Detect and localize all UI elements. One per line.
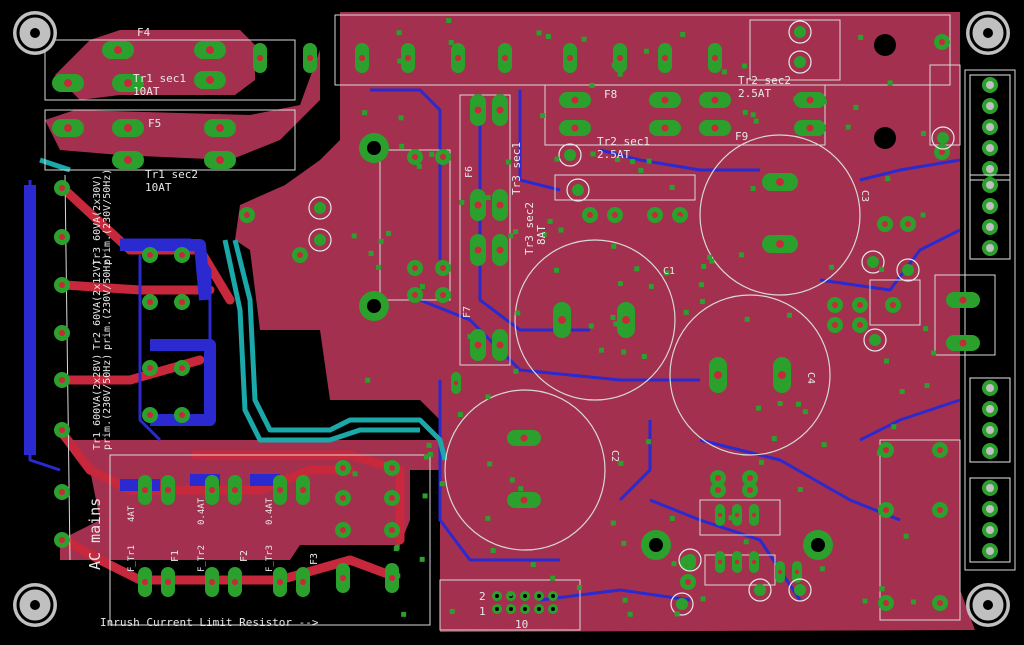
label-f3: F3 <box>309 553 320 565</box>
label-tr1-prim: prim.(230V/50Hz) <box>102 354 113 450</box>
label-tr1-sec2: Tr1 sec2 <box>145 168 198 181</box>
label-f9: F9 <box>735 130 748 143</box>
label-f-tr2: F_Tr2 <box>197 545 207 572</box>
label-header-pin1: 1 <box>479 605 486 618</box>
label-tr1-sec2-rating: 10AT <box>145 181 172 194</box>
mounting-holes <box>13 11 1010 627</box>
label-f6: F6 <box>464 166 475 178</box>
label-c1: C1 <box>663 266 675 277</box>
label-inrush: Inrush Current Limit Resistor --> <box>100 616 319 629</box>
label-tr2-spec: Tr2 60VA(2x12V) <box>92 260 103 350</box>
label-tr1-sec1-rating: 10AT <box>133 85 160 98</box>
label-f-tr3-rating: 0.4AT <box>265 497 275 525</box>
cap-c1 <box>514 239 676 401</box>
label-tr1-spec: Tr1 600VA(2x28V) <box>92 354 103 450</box>
label-tr3-spec: Tr3 60VA(2x30V) <box>92 175 103 265</box>
label-tr3-prim: prim.(230V/50Hz) <box>102 169 113 265</box>
capacitors <box>444 134 861 551</box>
label-c2: C2 <box>609 450 620 462</box>
label-tr2-sec2-rating: 2.5AT <box>738 87 771 100</box>
label-ac-mains: AC mains <box>86 498 104 570</box>
mount-hole-tl <box>13 11 57 55</box>
label-tr2-prim: prim.(230V/50Hz) <box>102 254 113 350</box>
label-tr3-sec1: Tr3 sec1 <box>510 142 523 195</box>
pads <box>52 20 980 616</box>
silkscreen-outlines <box>44 14 1016 631</box>
mount-hole-tr <box>966 11 1010 55</box>
label-tr2-sec1: Tr2 sec1 <box>597 135 650 148</box>
silkscreen-text: F4 Tr1 sec1 10AT F5 Tr1 sec2 10AT F8 Tr2… <box>86 26 870 631</box>
label-f-tr1: F_Tr1 <box>127 545 137 572</box>
cap-c4 <box>669 294 831 456</box>
label-tr2-sec2: Tr2 sec2 <box>738 74 791 87</box>
label-header-pin10: 10 <box>515 618 528 631</box>
label-f7: F7 <box>462 306 473 318</box>
label-c4: C4 <box>805 372 816 384</box>
label-f-tr1-rating: 4AT <box>127 505 137 522</box>
label-f1: F1 <box>170 550 181 562</box>
mount-hole-br <box>966 583 1010 627</box>
cap-c3 <box>699 134 861 296</box>
label-tr1-sec1: Tr1 sec1 <box>133 72 186 85</box>
label-c3: C3 <box>859 190 870 202</box>
label-tr3-rating: 8AT <box>535 225 548 245</box>
label-tr3-sec2: Tr3 sec2 <box>523 202 536 255</box>
label-f-tr3: F_Tr3 <box>265 545 275 572</box>
cap-c2 <box>444 389 606 551</box>
label-f8: F8 <box>604 88 617 101</box>
label-f-tr2-rating: 0.4AT <box>197 497 207 525</box>
label-f4: F4 <box>137 26 151 39</box>
label-f2: F2 <box>239 550 250 562</box>
mount-hole-bl <box>13 583 57 627</box>
vias <box>351 18 937 617</box>
label-tr2-sec1-rating: 2.5AT <box>597 148 630 161</box>
terminal-blocks <box>969 74 1011 563</box>
label-f5: F5 <box>148 117 161 130</box>
label-header-pin2: 2 <box>479 590 486 603</box>
